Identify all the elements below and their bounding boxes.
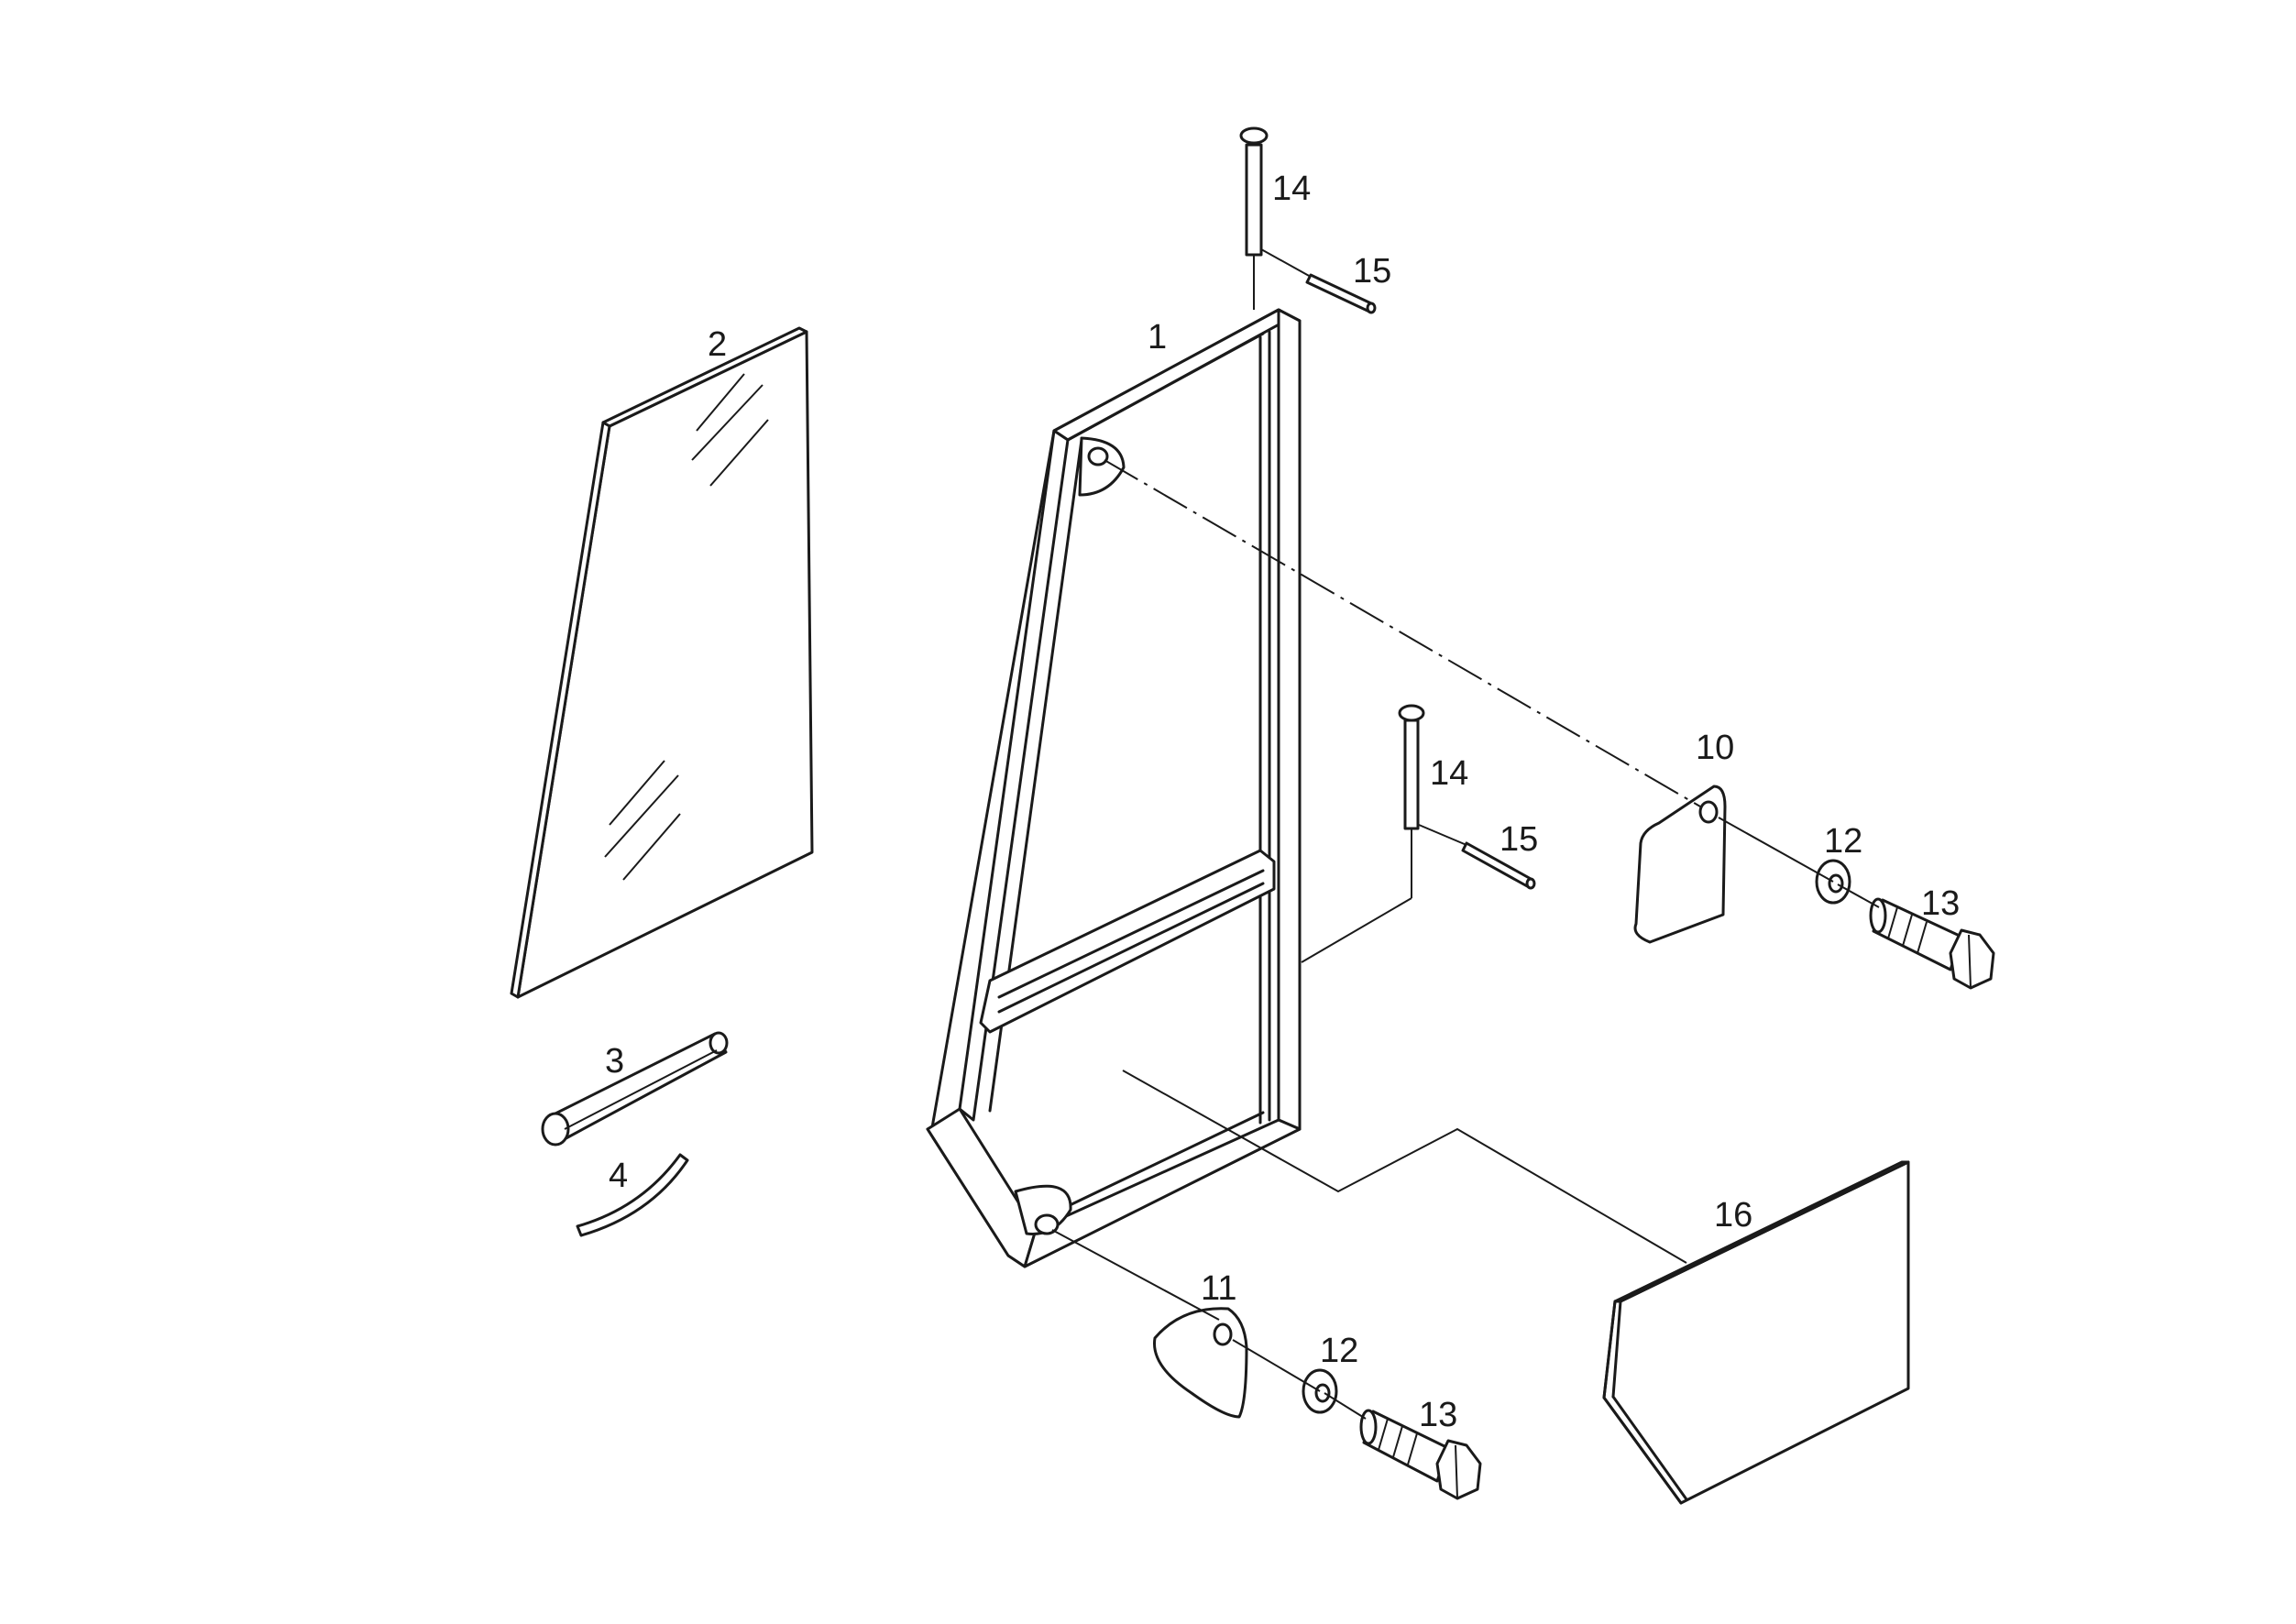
- callout-12-lower: 12: [1320, 1332, 1358, 1370]
- callout-14-top: 14: [1272, 170, 1311, 208]
- callout-2: 2: [708, 325, 727, 364]
- door-frame[interactable]: [926, 308, 1302, 1268]
- callout-1: 1: [1148, 318, 1167, 357]
- cover-plate-right[interactable]: [1633, 785, 1727, 944]
- cover-plate-lower[interactable]: [1153, 1307, 1248, 1419]
- washer-right[interactable]: [1815, 859, 1851, 905]
- callout-16: 16: [1714, 1196, 1752, 1234]
- callout-13-right: 13: [1921, 884, 1960, 923]
- bolt-lower[interactable]: [1359, 1409, 1482, 1500]
- hinge-pin-top[interactable]: [1239, 126, 1269, 257]
- callout-4: 4: [609, 1157, 628, 1195]
- seal-profile[interactable]: [541, 1031, 729, 1147]
- callout-12-right: 12: [1824, 822, 1862, 861]
- callout-14-middle: 14: [1430, 754, 1468, 793]
- pin-middle[interactable]: [1461, 841, 1536, 890]
- callout-15-middle: 15: [1500, 820, 1538, 859]
- callout-15-top: 15: [1353, 252, 1391, 291]
- glass-pane[interactable]: [510, 326, 814, 999]
- pin-top[interactable]: [1305, 273, 1377, 314]
- filler-strip[interactable]: [576, 1153, 689, 1237]
- callout-10: 10: [1696, 729, 1734, 767]
- bolt-right[interactable]: [1869, 897, 1995, 990]
- callout-13-lower: 13: [1419, 1396, 1457, 1434]
- callout-3: 3: [605, 1042, 624, 1081]
- panel[interactable]: [1602, 1160, 1910, 1505]
- callout-labels: 1 2 3 4 10 11 12 12 13 13 14 14 15 15 16: [605, 170, 1960, 1434]
- callout-11: 11: [1201, 1269, 1236, 1308]
- hinge-pin-middle[interactable]: [1398, 704, 1425, 830]
- assembly-lines: [1051, 248, 1880, 1420]
